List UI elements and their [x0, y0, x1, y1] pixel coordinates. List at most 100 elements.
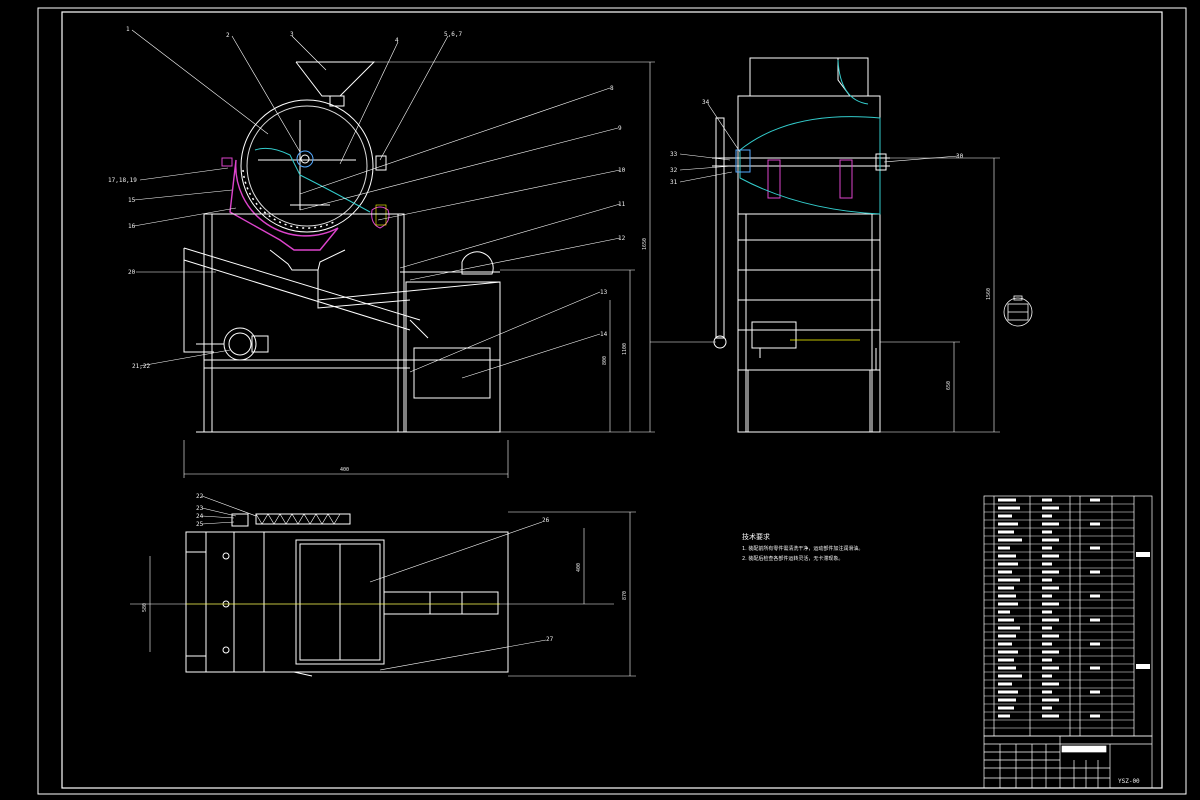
parts-row-material	[1090, 594, 1100, 598]
callout-front-12: 12	[618, 235, 626, 242]
callout-front-8: 8	[610, 85, 614, 92]
parts-row-name	[1042, 714, 1059, 718]
callout-plan-26: 26	[542, 517, 550, 524]
parts-row-code	[998, 530, 1014, 534]
parts-row-name	[1042, 602, 1059, 606]
dim-side-low: 650	[946, 381, 952, 390]
notes-title: 技术要求	[742, 532, 770, 541]
parts-row-material	[1090, 522, 1100, 526]
parts-row-name	[1042, 674, 1052, 678]
parts-row-material	[1090, 618, 1100, 622]
front-view	[183, 61, 501, 433]
front-leaders	[131, 29, 621, 379]
callout-front-4: 4	[395, 37, 399, 44]
callout-front-11: 11	[618, 201, 626, 208]
parts-row-name	[1042, 586, 1059, 590]
parts-row-code	[998, 578, 1020, 582]
parts-row-material	[1090, 570, 1100, 574]
parts-row-name	[1042, 618, 1059, 622]
parts-row-code	[998, 642, 1012, 646]
parts-row-name	[1042, 530, 1052, 534]
parts-row-name	[1042, 562, 1052, 566]
plan-view	[185, 513, 509, 677]
parts-row-code	[998, 714, 1010, 718]
parts-row-name	[1042, 570, 1059, 574]
callout-front-16: 16	[128, 223, 136, 230]
parts-row-code	[998, 610, 1010, 614]
parts-row-code	[998, 586, 1014, 590]
callout-front-9: 9	[618, 125, 622, 132]
dim-height-mid: 1100	[622, 343, 628, 355]
parts-row-code	[998, 674, 1022, 678]
parts-row-code	[998, 682, 1012, 686]
dim-plan-width: 580	[142, 603, 148, 612]
side-view	[712, 57, 890, 433]
title-block	[983, 735, 1153, 789]
parts-row-name	[1042, 546, 1052, 550]
parts-row-name	[1042, 642, 1052, 646]
parts-row-code	[998, 626, 1020, 630]
parts-row-material	[1090, 690, 1100, 694]
callout-plan-22: 22	[196, 493, 204, 500]
dim-plan-half: 400	[576, 563, 582, 572]
callout-side-32: 32	[670, 167, 678, 174]
parts-row-code	[998, 690, 1018, 694]
parts-row-name	[1042, 554, 1059, 558]
parts-row-code	[998, 506, 1020, 510]
parts-row-code	[998, 562, 1018, 566]
parts-row-name	[1042, 578, 1052, 582]
parts-row-material	[1090, 714, 1100, 718]
callout-front-1: 1	[126, 26, 130, 33]
parts-row-code	[998, 618, 1014, 622]
drawing-number: YSZ-00	[1118, 778, 1140, 785]
parts-row-code	[998, 650, 1018, 654]
parts-row-note	[1136, 552, 1150, 557]
parts-row-material	[1090, 498, 1100, 502]
parts-list-fills	[998, 498, 1150, 718]
side-leaders	[650, 103, 1000, 433]
parts-row-code	[998, 594, 1016, 598]
parts-row-material	[1090, 546, 1100, 550]
callout-front-13: 13	[600, 289, 608, 296]
plan-leaders	[149, 495, 636, 677]
parts-row-name	[1042, 594, 1052, 598]
parts-row-code	[998, 698, 1016, 702]
parts-row-name	[1042, 666, 1059, 670]
parts-row-material	[1090, 642, 1100, 646]
dim-width-front: 400	[340, 467, 349, 473]
front-dimensions	[183, 61, 655, 478]
parts-row-name	[1042, 650, 1059, 654]
parts-row-code	[998, 634, 1016, 638]
parts-row-code	[998, 570, 1012, 574]
parts-row-name	[1042, 538, 1059, 542]
parts-row-code	[998, 658, 1014, 662]
parts-row-name	[1042, 682, 1059, 686]
parts-row-code	[998, 706, 1014, 710]
callout-side-33: 33	[670, 151, 678, 158]
callout-front-10: 10	[618, 167, 626, 174]
parts-row-code	[998, 602, 1018, 606]
dim-height-low: 800	[602, 356, 608, 365]
callout-plan-25: 25	[196, 521, 204, 528]
notes-line-1: 1. 装配前所有零件需清洗干净，运动部件加注润滑油。	[742, 545, 863, 552]
parts-row-code	[998, 498, 1016, 502]
callout-front-14: 14	[600, 331, 608, 338]
callout-front-3: 3	[290, 31, 294, 38]
callout-side-31: 31	[670, 179, 678, 186]
outer-frame	[37, 7, 1187, 795]
parts-row-name	[1042, 498, 1052, 502]
callout-plan-27: 27	[546, 636, 554, 643]
detail-circle	[1003, 295, 1033, 327]
parts-row-name	[1042, 610, 1052, 614]
parts-row-name	[1042, 658, 1052, 662]
parts-list-rows	[984, 503, 1134, 729]
callout-side-30: 30	[956, 153, 964, 160]
parts-row-code	[998, 514, 1012, 518]
dim-side-height: 1560	[986, 288, 992, 300]
parts-row-name	[1042, 626, 1052, 630]
inner-frame	[61, 11, 1163, 789]
callout-front-2: 2	[226, 32, 230, 39]
callout-front-21-22: 21,22	[132, 363, 150, 370]
dim-height-total: 1650	[642, 238, 648, 250]
callout-front-15: 15	[128, 197, 136, 204]
